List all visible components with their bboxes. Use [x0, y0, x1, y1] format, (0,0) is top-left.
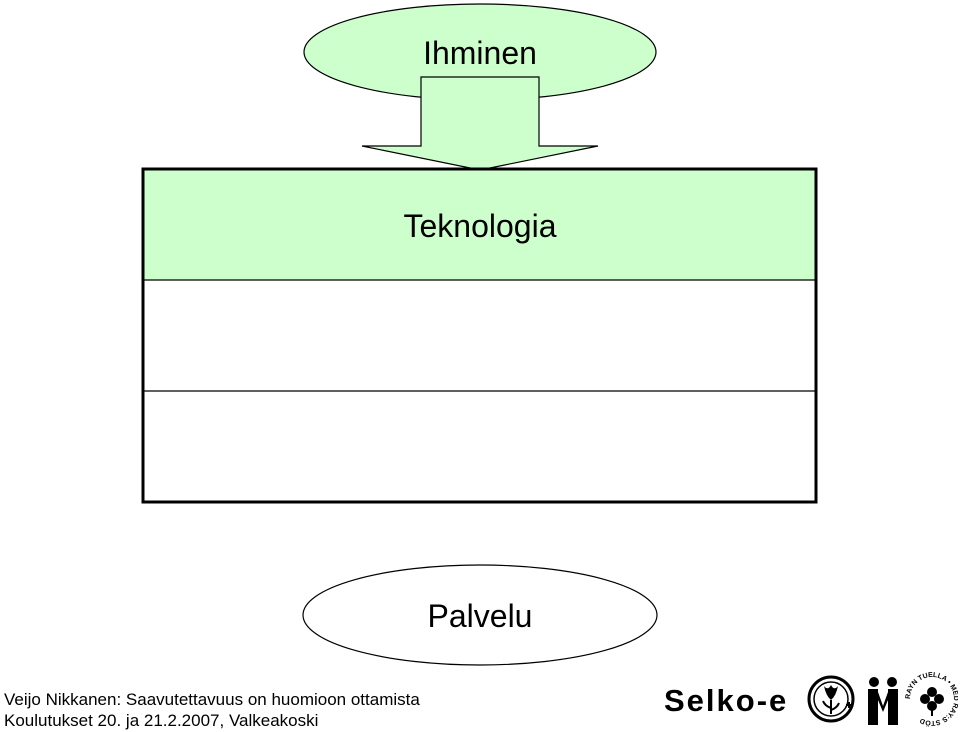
ray-clover-seal-icon: RAYN TUELLA • MED RAY:S STÖD: [905, 672, 958, 728]
svg-text:RAYN TUELLA • MED RAY:S STÖD: RAYN TUELLA • MED RAY:S STÖD: [905, 672, 958, 728]
people-figure-icon: [868, 677, 898, 725]
footer-line-2: Koulutukset 20. ja 21.2.2007, Valkeakosk…: [4, 711, 319, 730]
brand-name: Selko-e: [664, 683, 789, 718]
tulip-seal-icon: [807, 675, 855, 723]
teknologia-label: Teknologia: [404, 208, 557, 244]
teknologia-band: [143, 169, 816, 280]
technology-box: [141, 167, 818, 504]
palvelu-label: Palvelu: [428, 598, 533, 634]
arrow-down: [361, 76, 599, 171]
palvelu-node: [302, 564, 658, 666]
logo-group: RAYN TUELLA • MED RAY:S STÖD: [807, 672, 958, 728]
ihminen-label: Ihminen: [423, 35, 537, 71]
footer-line-1: Veijo Nikkanen: Saavutettavuus on huomio…: [4, 690, 420, 709]
